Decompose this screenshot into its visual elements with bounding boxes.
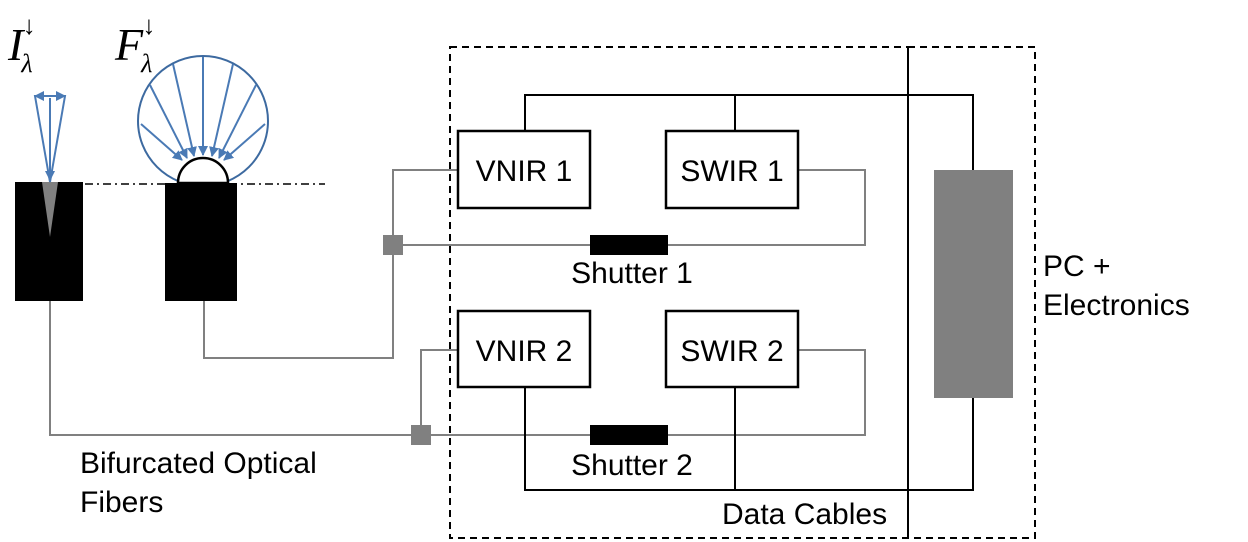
irradiance-head bbox=[137, 55, 269, 301]
spectrometer-vnir-2: VNIR 2 bbox=[456, 309, 592, 389]
splitter-2 bbox=[411, 425, 431, 445]
svg-text:SWIR 2: SWIR 2 bbox=[680, 335, 783, 368]
pc-label-line2: Electronics bbox=[1043, 289, 1190, 322]
shutter-1-label: Shutter 1 bbox=[571, 257, 693, 290]
pc-enclosure bbox=[907, 46, 1036, 539]
splitter-1 bbox=[383, 235, 403, 255]
spectrometer-swir-2: SWIR 2 bbox=[664, 309, 800, 389]
svg-text:VNIR 2: VNIR 2 bbox=[476, 335, 573, 368]
shutter-1 bbox=[590, 235, 668, 255]
data-cables-label: Data Cables bbox=[722, 498, 887, 531]
pc-electronics-block bbox=[934, 170, 1013, 398]
fibers-label-line1: Bifurcated Optical bbox=[80, 447, 317, 480]
shutter-2-label: Shutter 2 bbox=[571, 449, 693, 482]
irradiance-symbol: Fλ↓ bbox=[114, 11, 155, 78]
instrument-enclosure bbox=[449, 46, 909, 539]
data-cables bbox=[524, 94, 974, 491]
fibers-label-line2: Fibers bbox=[80, 486, 163, 519]
radiance-head bbox=[15, 91, 83, 301]
spectrometer-vnir-1: VNIR 1 bbox=[456, 129, 592, 210]
radiance-symbol: Iλ↓ bbox=[7, 11, 36, 78]
shutter-2 bbox=[590, 425, 668, 445]
pc-label-line1: PC + bbox=[1043, 250, 1111, 283]
svg-text:SWIR 1: SWIR 1 bbox=[680, 155, 783, 188]
svg-text:VNIR 1: VNIR 1 bbox=[476, 155, 573, 188]
spectrometer-swir-1: SWIR 1 bbox=[664, 129, 800, 210]
